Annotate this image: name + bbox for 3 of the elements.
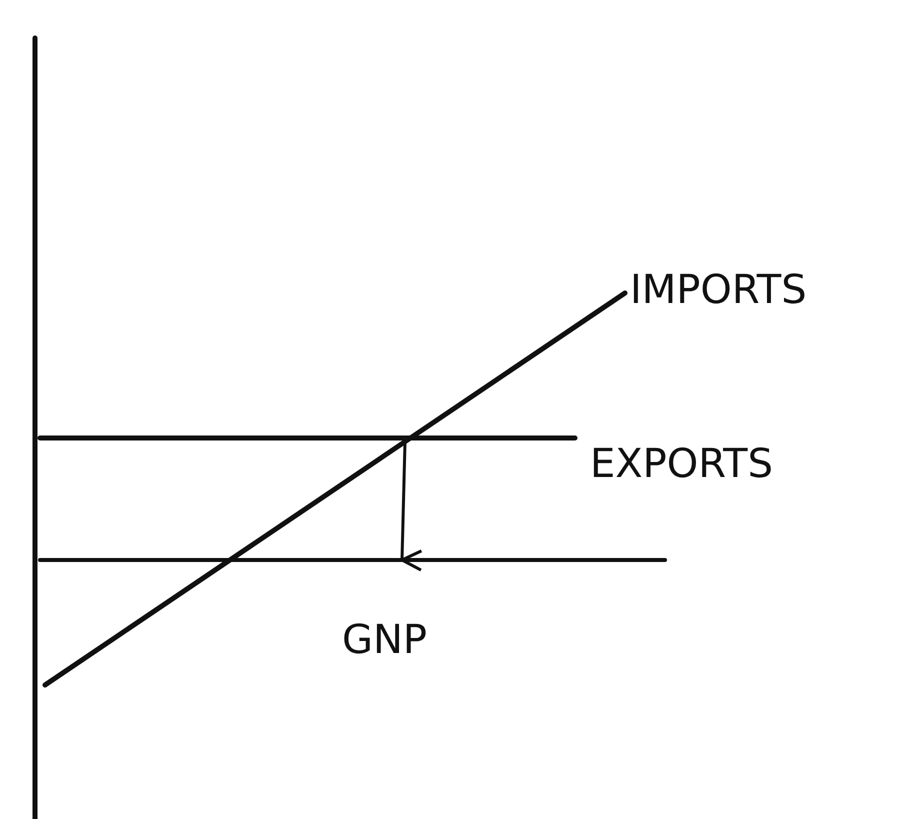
curve-label: EXPORTS [590, 444, 773, 484]
curve-label: IMPORTS [630, 270, 807, 310]
axis-label: GNP [342, 620, 428, 660]
